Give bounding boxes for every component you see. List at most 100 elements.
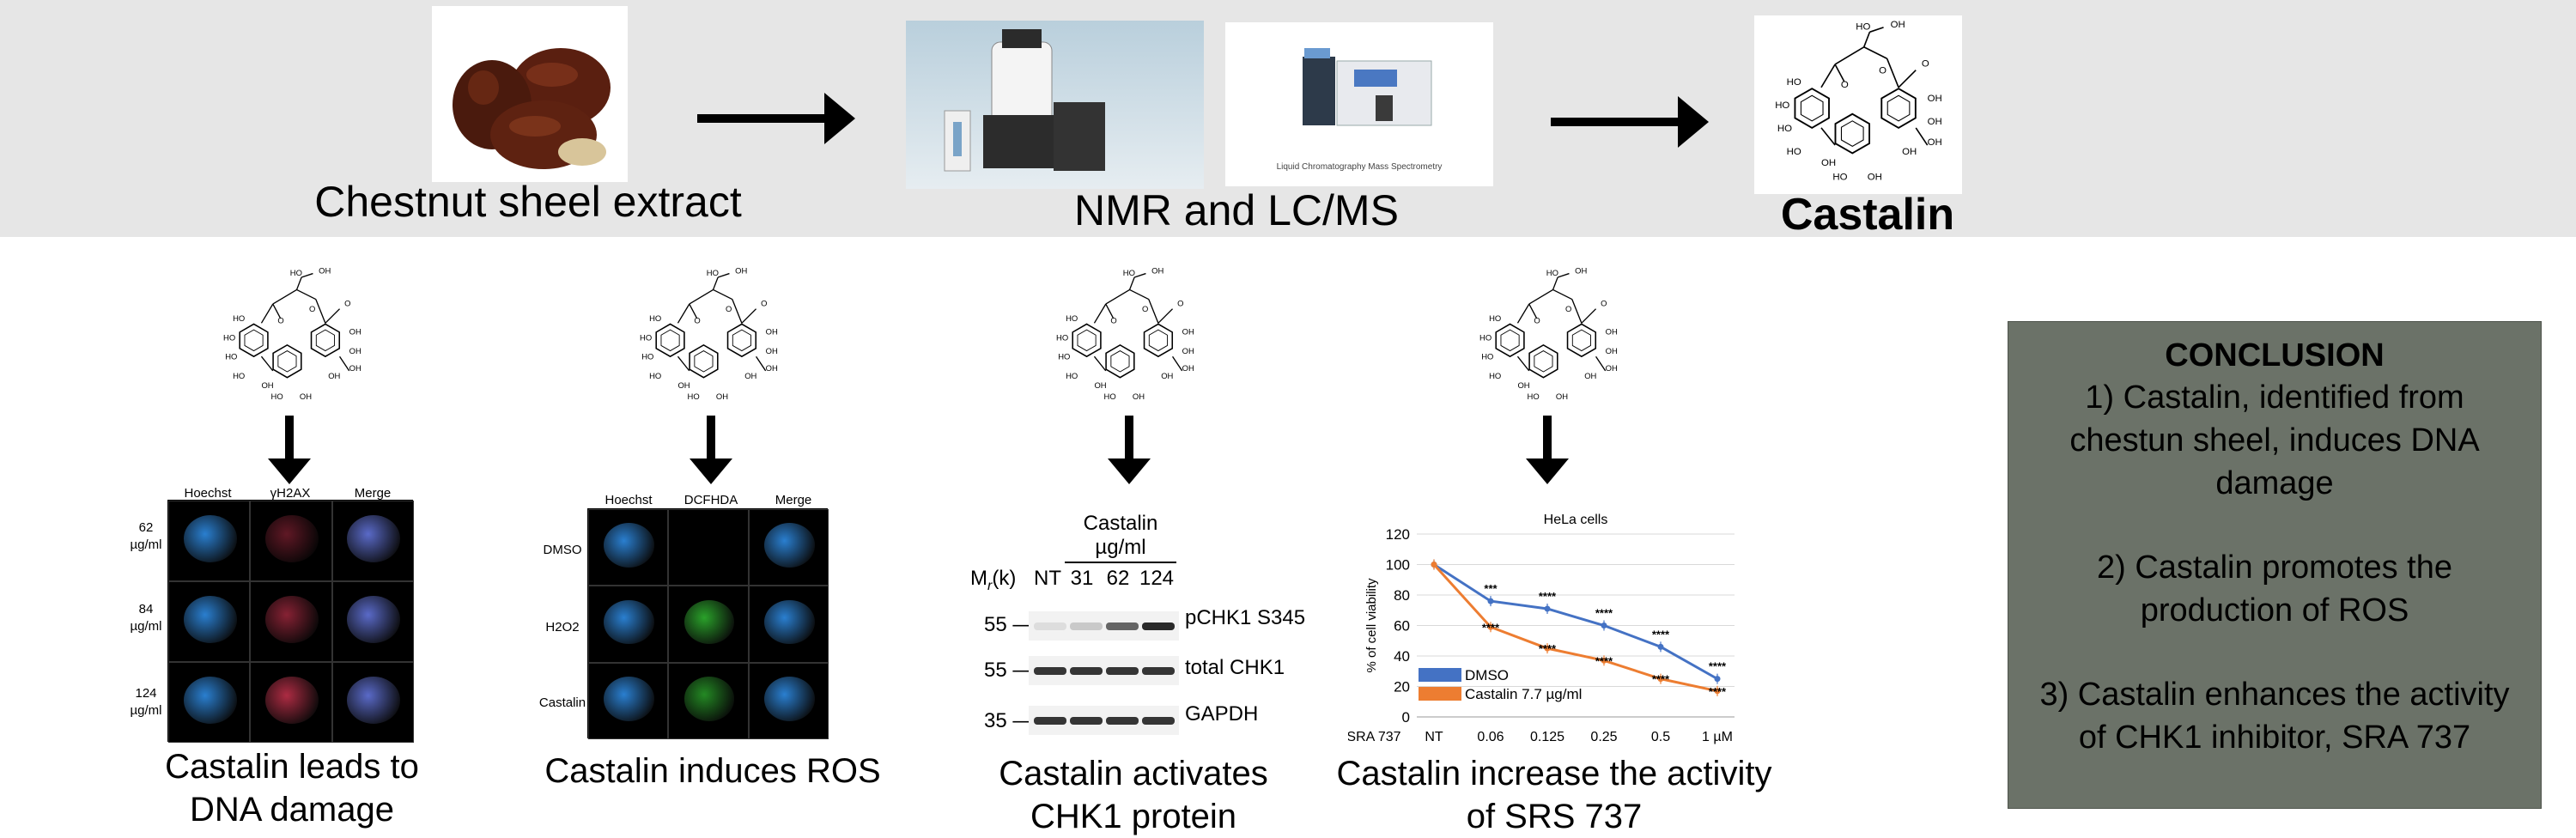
ros-grid-tile [668,586,749,663]
svg-text:OH: OH [261,381,273,391]
arrow-down-icon [1108,416,1151,484]
significance-label: **** [1709,660,1727,673]
y-tick-label: 0 [1402,709,1410,726]
ros-grid-tile [668,662,749,739]
cell-nucleus [347,514,401,562]
ros-col-header-1: Hoechst [605,493,653,507]
svg-text:HO: HO [1104,392,1116,402]
svg-text:HO: HO [1489,372,1501,381]
arrow-down-icon [268,416,311,484]
svg-text:HO: HO [1832,172,1847,182]
arrow-right-icon [1551,96,1709,148]
svg-text:OH: OH [716,392,728,402]
blot-band [1070,667,1103,675]
x-tick-label: 0.125 [1530,730,1564,744]
y-tick-label: 60 [1394,618,1410,635]
arrow-down-icon [690,416,732,484]
svg-text:HO: HO [1066,372,1078,381]
cell-nucleus [183,514,237,562]
blot-band [1034,622,1066,630]
svg-text:OH: OH [1928,117,1942,127]
y-tick-label: 20 [1394,679,1410,695]
cell-nucleus [604,599,655,645]
x-tick-label: 0.5 [1651,730,1670,744]
dna-grid-tile [168,581,251,662]
x-tick-label: 1 µM [1702,730,1733,744]
nmr-lcms-caption: NMR and LC/MS [1074,186,1399,234]
significance-label: *** [1484,582,1498,595]
svg-text:HO: HO [1777,124,1792,134]
svg-text:O: O [309,305,315,314]
blot-lane-62: 62 [1106,567,1130,590]
svg-text:OH: OH [1575,267,1587,276]
blot-lane-nt: NT [1034,567,1061,590]
ros-col-header-2: DCFHDA [683,493,738,507]
cell-nucleus [347,595,401,643]
svg-text:OH: OH [300,392,312,402]
dna-col-header-2: γH2AX [270,486,311,501]
ros-grid-tile [668,509,749,586]
svg-text:HO: HO [271,392,283,402]
dna-grid-tile [250,501,332,581]
blot-lane-124: 124 [1139,567,1175,590]
dna-grid-tile [331,662,414,743]
svg-text:OH: OH [1606,364,1618,373]
dna-grid-tile [168,662,251,743]
svg-text:OH: OH [1556,392,1568,402]
blot-band [1034,717,1066,725]
series-line-1 [1432,563,1718,693]
svg-text:HO: HO [640,333,652,343]
svg-text:OH: OH [744,372,756,381]
svg-text:OH: OH [1868,172,1882,182]
svg-text:HO: HO [649,314,661,324]
cell-nucleus [183,595,237,643]
svg-text:OH: OH [1133,392,1145,402]
svg-text:OH: OH [349,347,361,356]
chestnut-image [432,6,628,182]
svg-text:O: O [761,299,767,308]
svg-text:O: O [1879,66,1886,76]
blot-band [1106,667,1139,675]
svg-text:OH: OH [766,364,778,373]
cell-nucleus [763,599,815,645]
svg-text:OH: OH [1606,347,1618,356]
y-tick-label: 100 [1386,557,1410,574]
svg-text:OH: OH [1891,20,1905,30]
cell-nucleus [347,676,401,724]
blot-band [1142,622,1175,630]
svg-text:OH: OH [1584,372,1596,381]
y-axis-label: % of cell viability [1364,578,1379,673]
cell-nucleus [683,599,735,645]
blot-marker-2: 55 — [984,659,1034,682]
svg-text:HO: HO [1481,353,1493,362]
ros-grid-tile [748,586,829,663]
dna-grid-tile [250,581,332,662]
blot-marker-1: 55 — [984,613,1034,636]
svg-text:O: O [1142,305,1148,314]
svg-text:HO: HO [290,269,302,278]
svg-text:HO: HO [1058,353,1070,362]
castalin-caption: Castalin [1780,190,1955,240]
y-tick-label: 120 [1386,526,1410,543]
castalin-structure-box [1754,15,1962,194]
blot-band-label-total-chk1: total CHK1 [1185,656,1285,679]
svg-text:OH: OH [349,364,361,373]
svg-text:OH: OH [1151,267,1163,276]
svg-text:HO: HO [649,372,661,381]
x-tick-label: NT [1425,730,1443,744]
significance-label: **** [1652,673,1670,686]
y-tick-label: 80 [1394,587,1410,604]
cell-nucleus [264,514,319,562]
conclusion-title: CONCLUSION [2165,337,2385,373]
lcms-label: Liquid Chromatography Mass Spectrometry [1276,162,1443,172]
svg-text:O: O [1110,316,1116,325]
blot-marker-3: 35 — [984,709,1034,732]
